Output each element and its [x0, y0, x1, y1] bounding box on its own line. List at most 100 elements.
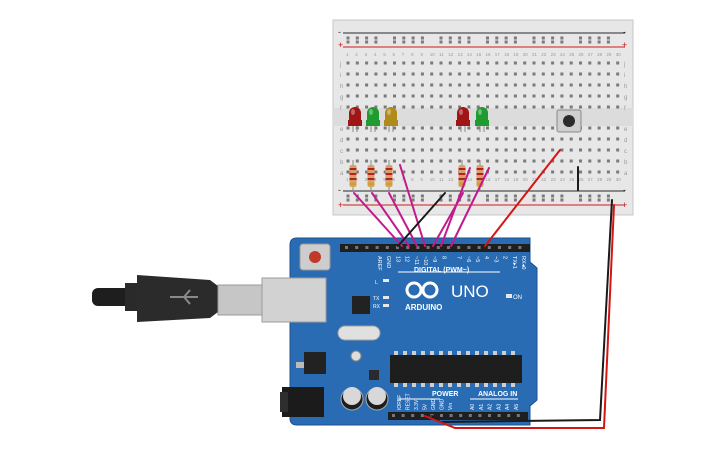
wire-magenta — [388, 192, 418, 247]
column-number: 17 — [495, 177, 501, 182]
wire-magenta — [440, 167, 471, 247]
column-number: 1 — [346, 52, 349, 57]
row-letter: i — [624, 73, 625, 79]
row-letter: i — [340, 73, 341, 79]
row-letter: j — [623, 62, 625, 68]
column-number: 19 — [513, 177, 519, 182]
column-number: 26 — [579, 177, 585, 182]
digital-pin-label: AREF — [376, 256, 382, 271]
column-number: 25 — [569, 52, 575, 57]
column-number: 20 — [523, 177, 529, 182]
column-number: 3 — [365, 177, 368, 182]
row-letter: a — [340, 171, 344, 177]
row-letter: e — [624, 127, 628, 133]
rail-plus-top-left: + — [338, 40, 343, 50]
wire-black-ground — [431, 199, 613, 424]
wire-red-power — [424, 204, 615, 429]
digital-pwm-label: DIGITAL (PWM~) — [414, 267, 469, 274]
row-letter: j — [339, 62, 341, 68]
row-letter: f — [624, 106, 626, 112]
digital-pin-label: TX▸1 — [511, 256, 517, 269]
column-number: 27 — [588, 177, 594, 182]
resistor — [385, 160, 393, 192]
row-letter: d — [340, 138, 343, 144]
column-number: 4 — [374, 52, 377, 57]
resistor — [367, 160, 375, 192]
power-pin-label: IOREF — [397, 395, 403, 410]
reset-button — [309, 251, 321, 263]
power-label: POWER — [432, 391, 458, 398]
row-letter: g — [340, 95, 343, 101]
digital-pin-label: ~10 — [422, 256, 428, 265]
row-letter: a — [624, 171, 628, 177]
analog-pin-label: A0 — [470, 404, 476, 410]
column-number: 29 — [606, 177, 612, 182]
analog-pin-label: A1 — [479, 404, 485, 410]
column-number: 30 — [616, 52, 622, 57]
row-letter: b — [624, 160, 628, 166]
column-number: 24 — [560, 52, 566, 57]
analog-pin-label: A4 — [505, 404, 511, 410]
digital-pin-label: GND — [385, 256, 391, 268]
rail-plus-bottom-left: + — [338, 200, 343, 210]
row-letter: h — [340, 84, 343, 90]
column-number: 6 — [393, 177, 396, 182]
power-pin-label: GND — [440, 399, 446, 411]
column-number: 16 — [486, 52, 492, 57]
column-number: 28 — [597, 177, 603, 182]
resistors — [349, 160, 484, 192]
power-pin-label: 5V — [423, 403, 429, 410]
pushbutton — [556, 109, 582, 133]
column-number: 29 — [606, 52, 612, 57]
column-number: 22 — [541, 52, 547, 57]
rail-minus-bottom-left: - — [338, 185, 341, 195]
column-number: 25 — [569, 177, 575, 182]
arduino-board: DIGITAL (PWM~) POWER ANALOG IN ON TX RX … — [261, 237, 538, 426]
row-letter: b — [340, 160, 344, 166]
rx-label: RX — [373, 304, 381, 310]
column-number: 13 — [458, 52, 464, 57]
column-number: 26 — [579, 52, 585, 57]
led — [456, 107, 470, 132]
column-number: 23 — [551, 177, 557, 182]
row-letter: c — [624, 149, 627, 155]
resistor — [458, 160, 466, 192]
column-number: 9 — [420, 52, 423, 57]
l-led-label: L — [375, 280, 378, 286]
column-number: 15 — [476, 52, 482, 57]
wires — [353, 149, 615, 429]
arduino-brand: ARDUINO — [405, 303, 442, 312]
column-number: 9 — [420, 177, 423, 182]
column-number: 7 — [402, 52, 405, 57]
column-number: 16 — [486, 177, 492, 182]
row-letter: f — [340, 106, 342, 112]
digital-pin-label: ~9 — [431, 256, 437, 262]
column-number: 6 — [393, 52, 396, 57]
column-number: 11 — [439, 177, 444, 182]
column-number: 12 — [448, 177, 454, 182]
analog-pin-label: A3 — [496, 404, 502, 410]
column-number: 17 — [495, 52, 501, 57]
led — [366, 107, 380, 132]
digital-pin-label: 13 — [394, 256, 400, 262]
digital-pin-label: 2 — [502, 256, 508, 259]
led — [475, 107, 489, 132]
column-number: 10 — [430, 52, 436, 57]
row-letter: g — [624, 95, 627, 101]
wire-magenta — [353, 192, 403, 247]
tx-label: TX — [373, 296, 380, 302]
column-number: 18 — [504, 52, 510, 57]
column-number: 2 — [355, 177, 358, 182]
analog-pin-label: A2 — [488, 404, 494, 410]
on-led-label: ON — [513, 295, 522, 301]
rail-minus-bottom-right: - — [623, 185, 626, 195]
led — [384, 107, 398, 132]
column-number: 27 — [588, 52, 594, 57]
column-number: 24 — [560, 177, 566, 182]
column-number: 23 — [551, 52, 557, 57]
row-letter: d — [624, 138, 627, 144]
column-number: 11 — [439, 52, 444, 57]
analog-in-label: ANALOG IN — [478, 391, 517, 398]
